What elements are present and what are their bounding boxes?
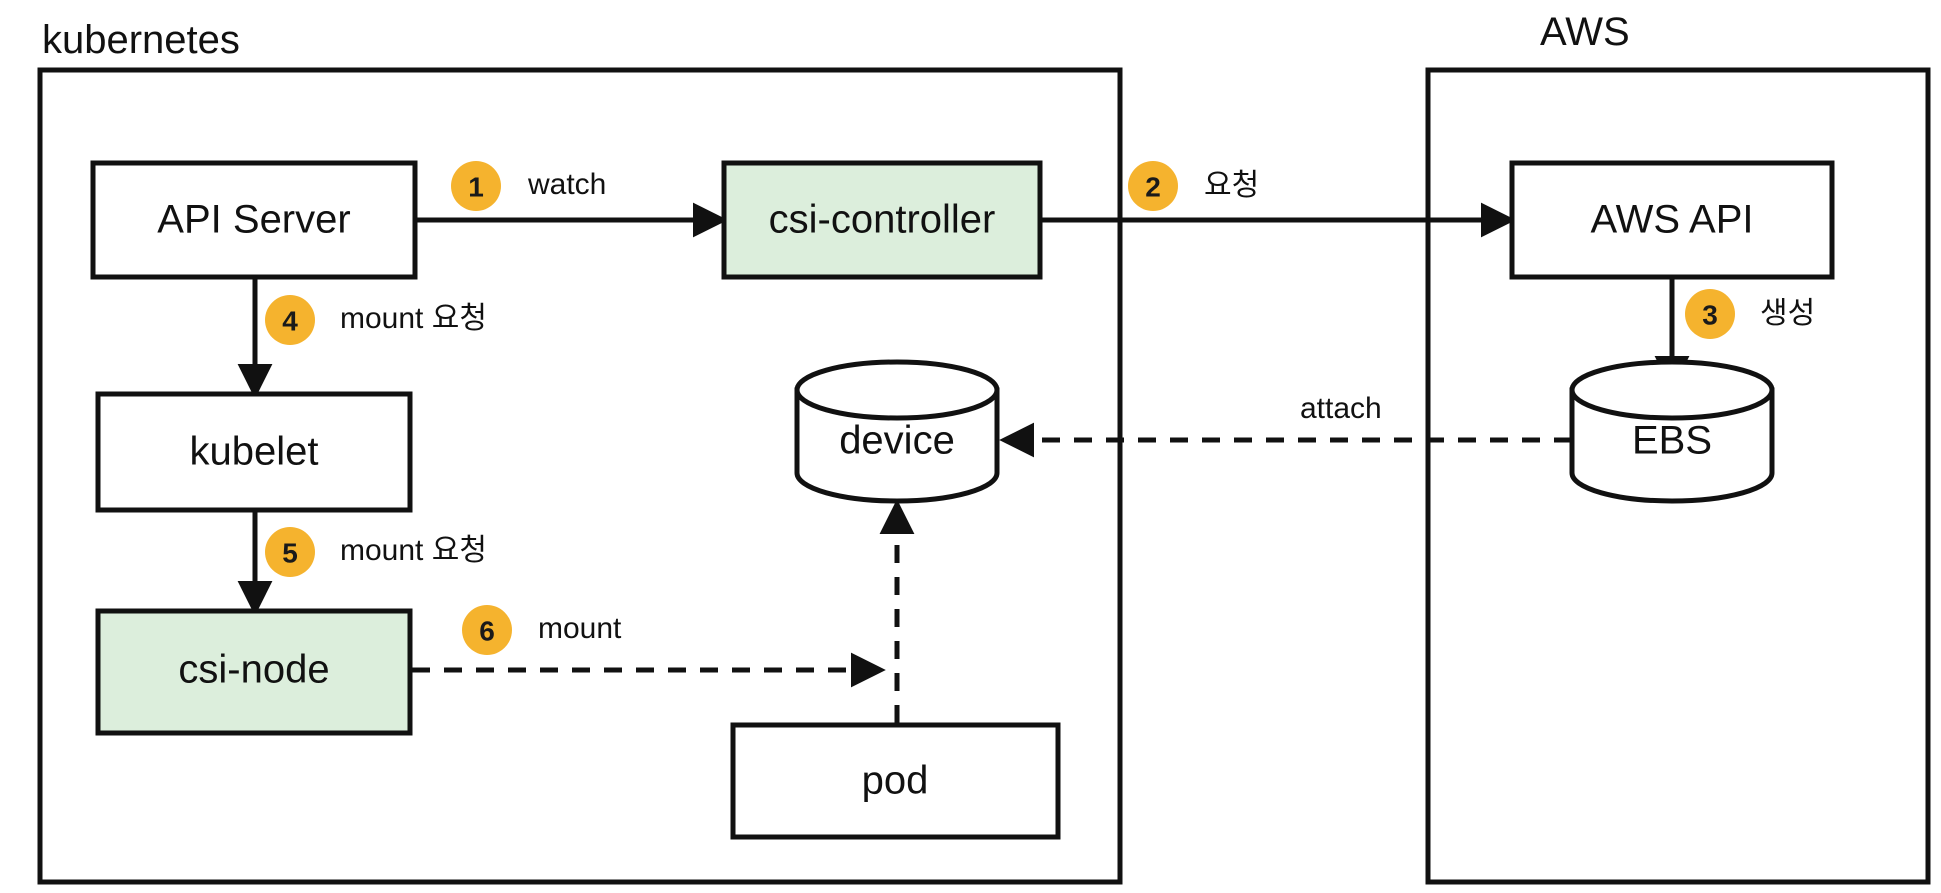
edge-label-mount-request-1: mount 요청 <box>340 302 487 335</box>
node-pod-label: pod <box>862 759 929 803</box>
step-badge-4-circle <box>265 295 315 345</box>
step-badge-5: 5 <box>265 527 315 577</box>
step-badge-6-number: 6 <box>479 616 495 647</box>
step-badge-2-number: 2 <box>1145 172 1161 203</box>
step-badge-3: 3 <box>1685 289 1735 339</box>
node-pod[interactable]: pod <box>730 722 1061 840</box>
step-badge-1-circle <box>451 161 501 211</box>
node-api-server-rect <box>90 160 418 280</box>
node-ebs-label: EBS <box>1632 419 1712 463</box>
node-csi-controller[interactable]: csi-controller <box>721 160 1043 280</box>
node-csi-node[interactable]: csi-node <box>95 608 413 736</box>
node-device-label: device <box>839 419 955 463</box>
node-kubelet-label: kubelet <box>190 430 319 474</box>
node-device-top <box>794 359 1000 421</box>
edge-label-attach: attach <box>1300 392 1382 425</box>
step-badge-4: 4 <box>265 295 315 345</box>
node-csi-controller-label: csi-controller <box>769 198 996 242</box>
step-badge-4-number: 4 <box>282 306 298 337</box>
node-device[interactable]: device <box>794 359 1000 504</box>
node-aws-api[interactable]: AWS API <box>1509 160 1835 280</box>
node-api-server[interactable]: API Server <box>90 160 418 280</box>
group-title-kubernetes: kubernetes <box>42 18 240 62</box>
step-badge-3-circle <box>1685 289 1735 339</box>
edge-label-watch: watch <box>527 168 606 201</box>
node-kubelet-rect <box>95 391 413 513</box>
step-badge-2-circle <box>1128 161 1178 211</box>
node-aws-api-rect <box>1509 160 1835 280</box>
step-badge-6-circle <box>462 605 512 655</box>
node-device-body <box>794 387 1000 504</box>
step-badge-2: 2 <box>1128 161 1178 211</box>
node-aws-api-label: AWS API <box>1590 198 1753 242</box>
step-badge-3-number: 3 <box>1702 300 1718 331</box>
edge-label-mount: mount <box>538 612 622 645</box>
node-csi-controller-rect <box>721 160 1043 280</box>
edge-label-mount-request-2: mount 요청 <box>340 534 487 567</box>
step-badge-5-number: 5 <box>282 538 298 569</box>
node-api-server-label: API Server <box>157 198 350 242</box>
node-ebs-top <box>1569 359 1775 421</box>
group-title-aws: AWS <box>1540 10 1630 54</box>
node-ebs[interactable]: EBS <box>1569 359 1775 504</box>
node-ebs-body <box>1569 387 1775 504</box>
node-csi-node-label: csi-node <box>178 648 329 692</box>
step-badge-1-number: 1 <box>468 172 484 203</box>
edge-label-create: 생성 <box>1760 297 1815 330</box>
step-badge-1: 1 <box>451 161 501 211</box>
node-pod-rect <box>730 722 1061 840</box>
node-csi-node-rect <box>95 608 413 736</box>
step-badge-6: 6 <box>462 605 512 655</box>
node-kubelet[interactable]: kubelet <box>95 391 413 513</box>
step-badge-5-circle <box>265 527 315 577</box>
edge-label-request: 요청 <box>1204 169 1259 202</box>
